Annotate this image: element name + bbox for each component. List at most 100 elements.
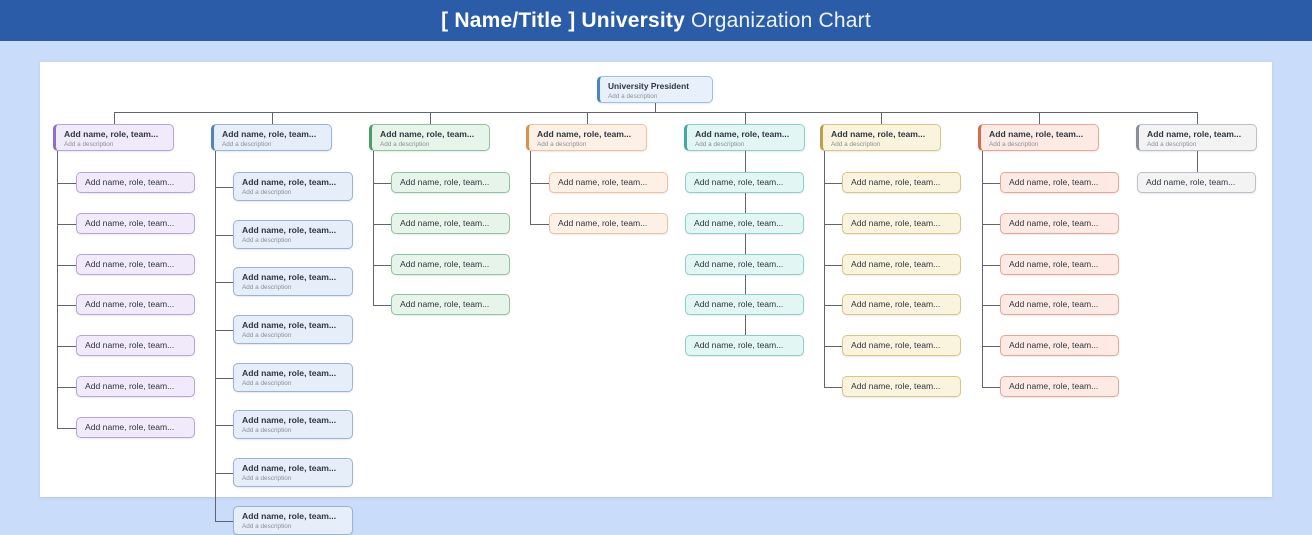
node-child-column-7-2[interactable]: Add name, role, team...	[1000, 213, 1119, 234]
node-child-column-2-1[interactable]: Add name, role, team... Add a description	[233, 172, 353, 201]
node-title: Add name, role, team...	[400, 299, 490, 309]
node-title: Add name, role, team...	[85, 299, 175, 309]
node-description: Add a description	[242, 475, 292, 482]
connector-stub-1-3	[57, 264, 76, 266]
node-child-column-2-5[interactable]: Add name, role, team...Add a description	[233, 363, 353, 392]
node-head-column-8[interactable]: Add name, role, team...Add a description	[1136, 124, 1257, 151]
node-title: Add name, role, team...	[1009, 340, 1099, 350]
node-child-column-2-8[interactable]: Add name, role, team...Add a description	[233, 506, 353, 535]
node-child-column-1-2[interactable]: Add name, role, team...	[76, 213, 195, 234]
node-title: Add name, role, team...	[695, 129, 790, 139]
connector-link-5-4	[744, 315, 746, 335]
node-head-column-4[interactable]: Add name, role, team...Add a description	[526, 124, 647, 151]
node-description: Add a description	[242, 523, 292, 530]
node-child-column-4-2[interactable]: Add name, role, team...	[549, 213, 668, 234]
node-title: Add name, role, team...	[64, 129, 159, 139]
node-title: Add name, role, team...	[242, 272, 337, 282]
connector-stub-6-2	[824, 223, 842, 225]
node-description: Add a description	[831, 141, 881, 148]
node-child-column-6-4[interactable]: Add name, role, team...	[842, 294, 961, 315]
node-description: Add a description	[989, 141, 1039, 148]
node-title: Add name, role, team...	[1009, 259, 1099, 269]
node-head-column-2[interactable]: Add name, role, team...Add a description	[211, 124, 332, 151]
node-description: Add a description	[242, 427, 292, 434]
node-description: Add a description	[1147, 141, 1197, 148]
connector-stub-4-2	[530, 223, 549, 225]
node-child-column-1-6[interactable]: Add name, role, team...	[76, 376, 195, 397]
node-child-column-1-5[interactable]: Add name, role, team...	[76, 335, 195, 356]
node-child-column-5-2[interactable]: Add name, role, team...	[685, 213, 804, 234]
node-head-column-7[interactable]: Add name, role, team... Add a description	[978, 124, 1099, 151]
node-child-column-6-1[interactable]: Add name, role, team...	[842, 172, 961, 193]
connector-stub-2-7	[215, 472, 233, 474]
node-head-column-3[interactable]: Add name, role, team...Add a description	[369, 124, 490, 151]
node-description: Add a description	[242, 189, 292, 196]
node-title: Add name, role, team...	[694, 340, 784, 350]
node-child-column-6-5[interactable]: Add name, role, team...	[842, 335, 961, 356]
node-child-column-1-1[interactable]: Add name, role, team...	[76, 172, 195, 193]
node-head-column-6[interactable]: Add name, role, team... Add a description	[820, 124, 941, 151]
node-child-column-7-5[interactable]: Add name, role, team...	[1000, 335, 1119, 356]
node-title: Add name, role, team...	[1009, 299, 1099, 309]
node-title: Add name, role, team...	[242, 225, 337, 235]
node-title: Add name, role, team...	[537, 129, 632, 139]
node-title: Add name, role, team...	[85, 177, 175, 187]
connector-stub-1-2	[57, 223, 76, 225]
node-child-column-1-3[interactable]: Add name, role, team...	[76, 254, 195, 275]
connector-stub-3-2	[373, 223, 391, 225]
node-child-column-8-1[interactable]: Add name, role, team...	[1137, 172, 1256, 193]
connector-stub-3-3	[373, 264, 391, 266]
node-head-column-1[interactable]: Add name, role, team...Add a description	[53, 124, 174, 151]
node-title: Add name, role, team...	[851, 381, 941, 391]
node-child-column-5-1[interactable]: Add name, role, team...	[685, 172, 804, 193]
node-child-column-7-1[interactable]: Add name, role, team...	[1000, 172, 1119, 193]
connector-stub-2-8	[215, 520, 233, 522]
node-child-column-3-4[interactable]: Add name, role, team...	[391, 294, 510, 315]
node-description: Add a description	[242, 380, 292, 387]
node-child-column-2-3[interactable]: Add name, role, team...Add a description	[233, 267, 353, 296]
connector-stub-2-3	[215, 281, 233, 283]
node-child-column-6-3[interactable]: Add name, role, team...	[842, 254, 961, 275]
node-child-column-7-4[interactable]: Add name, role, team...	[1000, 294, 1119, 315]
node-title: Add name, role, team...	[831, 129, 926, 139]
node-child-column-2-6[interactable]: Add name, role, team...Add a description	[233, 410, 353, 439]
node-title: University President	[608, 81, 689, 91]
node-child-column-6-2[interactable]: Add name, role, team...	[842, 213, 961, 234]
node-title: Add name, role, team...	[85, 381, 175, 391]
connector-stub-3-1	[373, 182, 391, 184]
node-child-column-3-1[interactable]: Add name, role, team...	[391, 172, 510, 193]
node-description: Add a description	[242, 332, 292, 339]
connector-stub-2-1	[215, 186, 233, 188]
connector-stub-6-4	[824, 304, 842, 306]
connector-stub-1-5	[57, 345, 76, 347]
connector-stub-1-4	[57, 304, 76, 306]
node-title: Add name, role, team...	[242, 463, 337, 473]
connector-spine-1	[57, 151, 58, 428]
node-description: Add a description	[242, 237, 292, 244]
node-head-column-5[interactable]: Add name, role, team...Add a description	[684, 124, 805, 151]
node-title: Add name, role, team...	[989, 129, 1084, 139]
connector-stub-4-1	[530, 182, 549, 184]
node-child-column-2-7[interactable]: Add name, role, team... Add a description	[233, 458, 353, 487]
node-child-column-5-4[interactable]: Add name, role, team...	[685, 294, 804, 315]
connector-spine-3	[373, 151, 374, 305]
node-child-column-5-5[interactable]: Add name, role, team...	[685, 335, 804, 356]
node-child-column-2-2[interactable]: Add name, role, team... Add a description	[233, 220, 353, 249]
node-child-column-1-4[interactable]: Add name, role, team...	[76, 294, 195, 315]
node-child-column-7-3[interactable]: Add name, role, team...	[1000, 254, 1119, 275]
node-title: Add name, role, team...	[242, 177, 337, 187]
node-child-column-3-3[interactable]: Add name, role, team...	[391, 254, 510, 275]
node-child-column-6-6[interactable]: Add name, role, team...	[842, 376, 961, 397]
node-child-column-4-1[interactable]: Add name, role, team...	[549, 172, 668, 193]
connector-spine-7	[982, 151, 983, 387]
node-child-column-1-7[interactable]: Add name, role, team...	[76, 417, 195, 438]
node-child-column-5-3[interactable]: Add name, role, team...	[685, 254, 804, 275]
node-title: Add name, role, team...	[1009, 218, 1099, 228]
connector-branch-1	[114, 112, 115, 124]
node-child-column-2-4[interactable]: Add name, role, team...Add a description	[233, 315, 353, 344]
node-title: Add name, role, team...	[694, 299, 784, 309]
node-child-column-3-2[interactable]: Add name, role, team...	[391, 213, 510, 234]
node-child-column-7-6[interactable]: Add name, role, team...	[1000, 376, 1119, 397]
connector-spine-6	[824, 151, 825, 387]
